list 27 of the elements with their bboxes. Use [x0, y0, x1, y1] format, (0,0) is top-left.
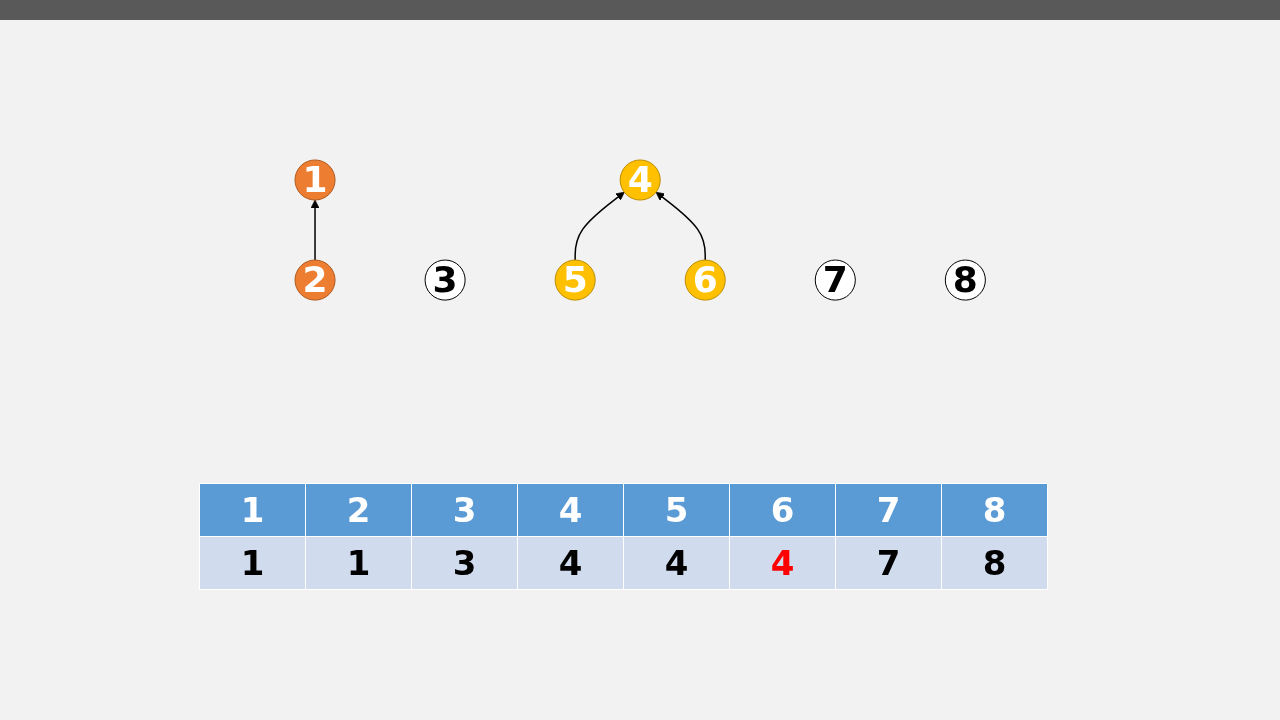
- index-cell: 8: [941, 483, 1048, 537]
- parent-cell: 1: [199, 536, 306, 590]
- arrow: [574, 191, 625, 261]
- index-cell: 2: [305, 483, 412, 537]
- parent-cell: 1: [305, 536, 412, 590]
- node-circle: 2: [294, 259, 336, 301]
- index-cell: 1: [199, 483, 306, 537]
- arrow: [310, 199, 320, 261]
- node-circle: 1: [294, 159, 336, 201]
- parent-cell: 7: [835, 536, 942, 590]
- index-cell: 3: [411, 483, 518, 537]
- index-cell: 4: [517, 483, 624, 537]
- parent-cell: 3: [411, 536, 518, 590]
- index-cell: 7: [835, 483, 942, 537]
- node-circle: 3: [424, 259, 466, 301]
- parent-cell: 4: [623, 536, 730, 590]
- arrow: [655, 191, 706, 261]
- node-circle: 7: [814, 259, 856, 301]
- node-circle: 5: [554, 259, 596, 301]
- node-circle: 8: [944, 259, 986, 301]
- parent-cell: 4: [517, 536, 624, 590]
- node-circle: 4: [619, 159, 661, 201]
- index-cell: 6: [729, 483, 836, 537]
- parent-cell: 8: [941, 536, 1048, 590]
- parent-cell: 4: [729, 536, 836, 590]
- index-cell: 5: [623, 483, 730, 537]
- node-circle: 6: [684, 259, 726, 301]
